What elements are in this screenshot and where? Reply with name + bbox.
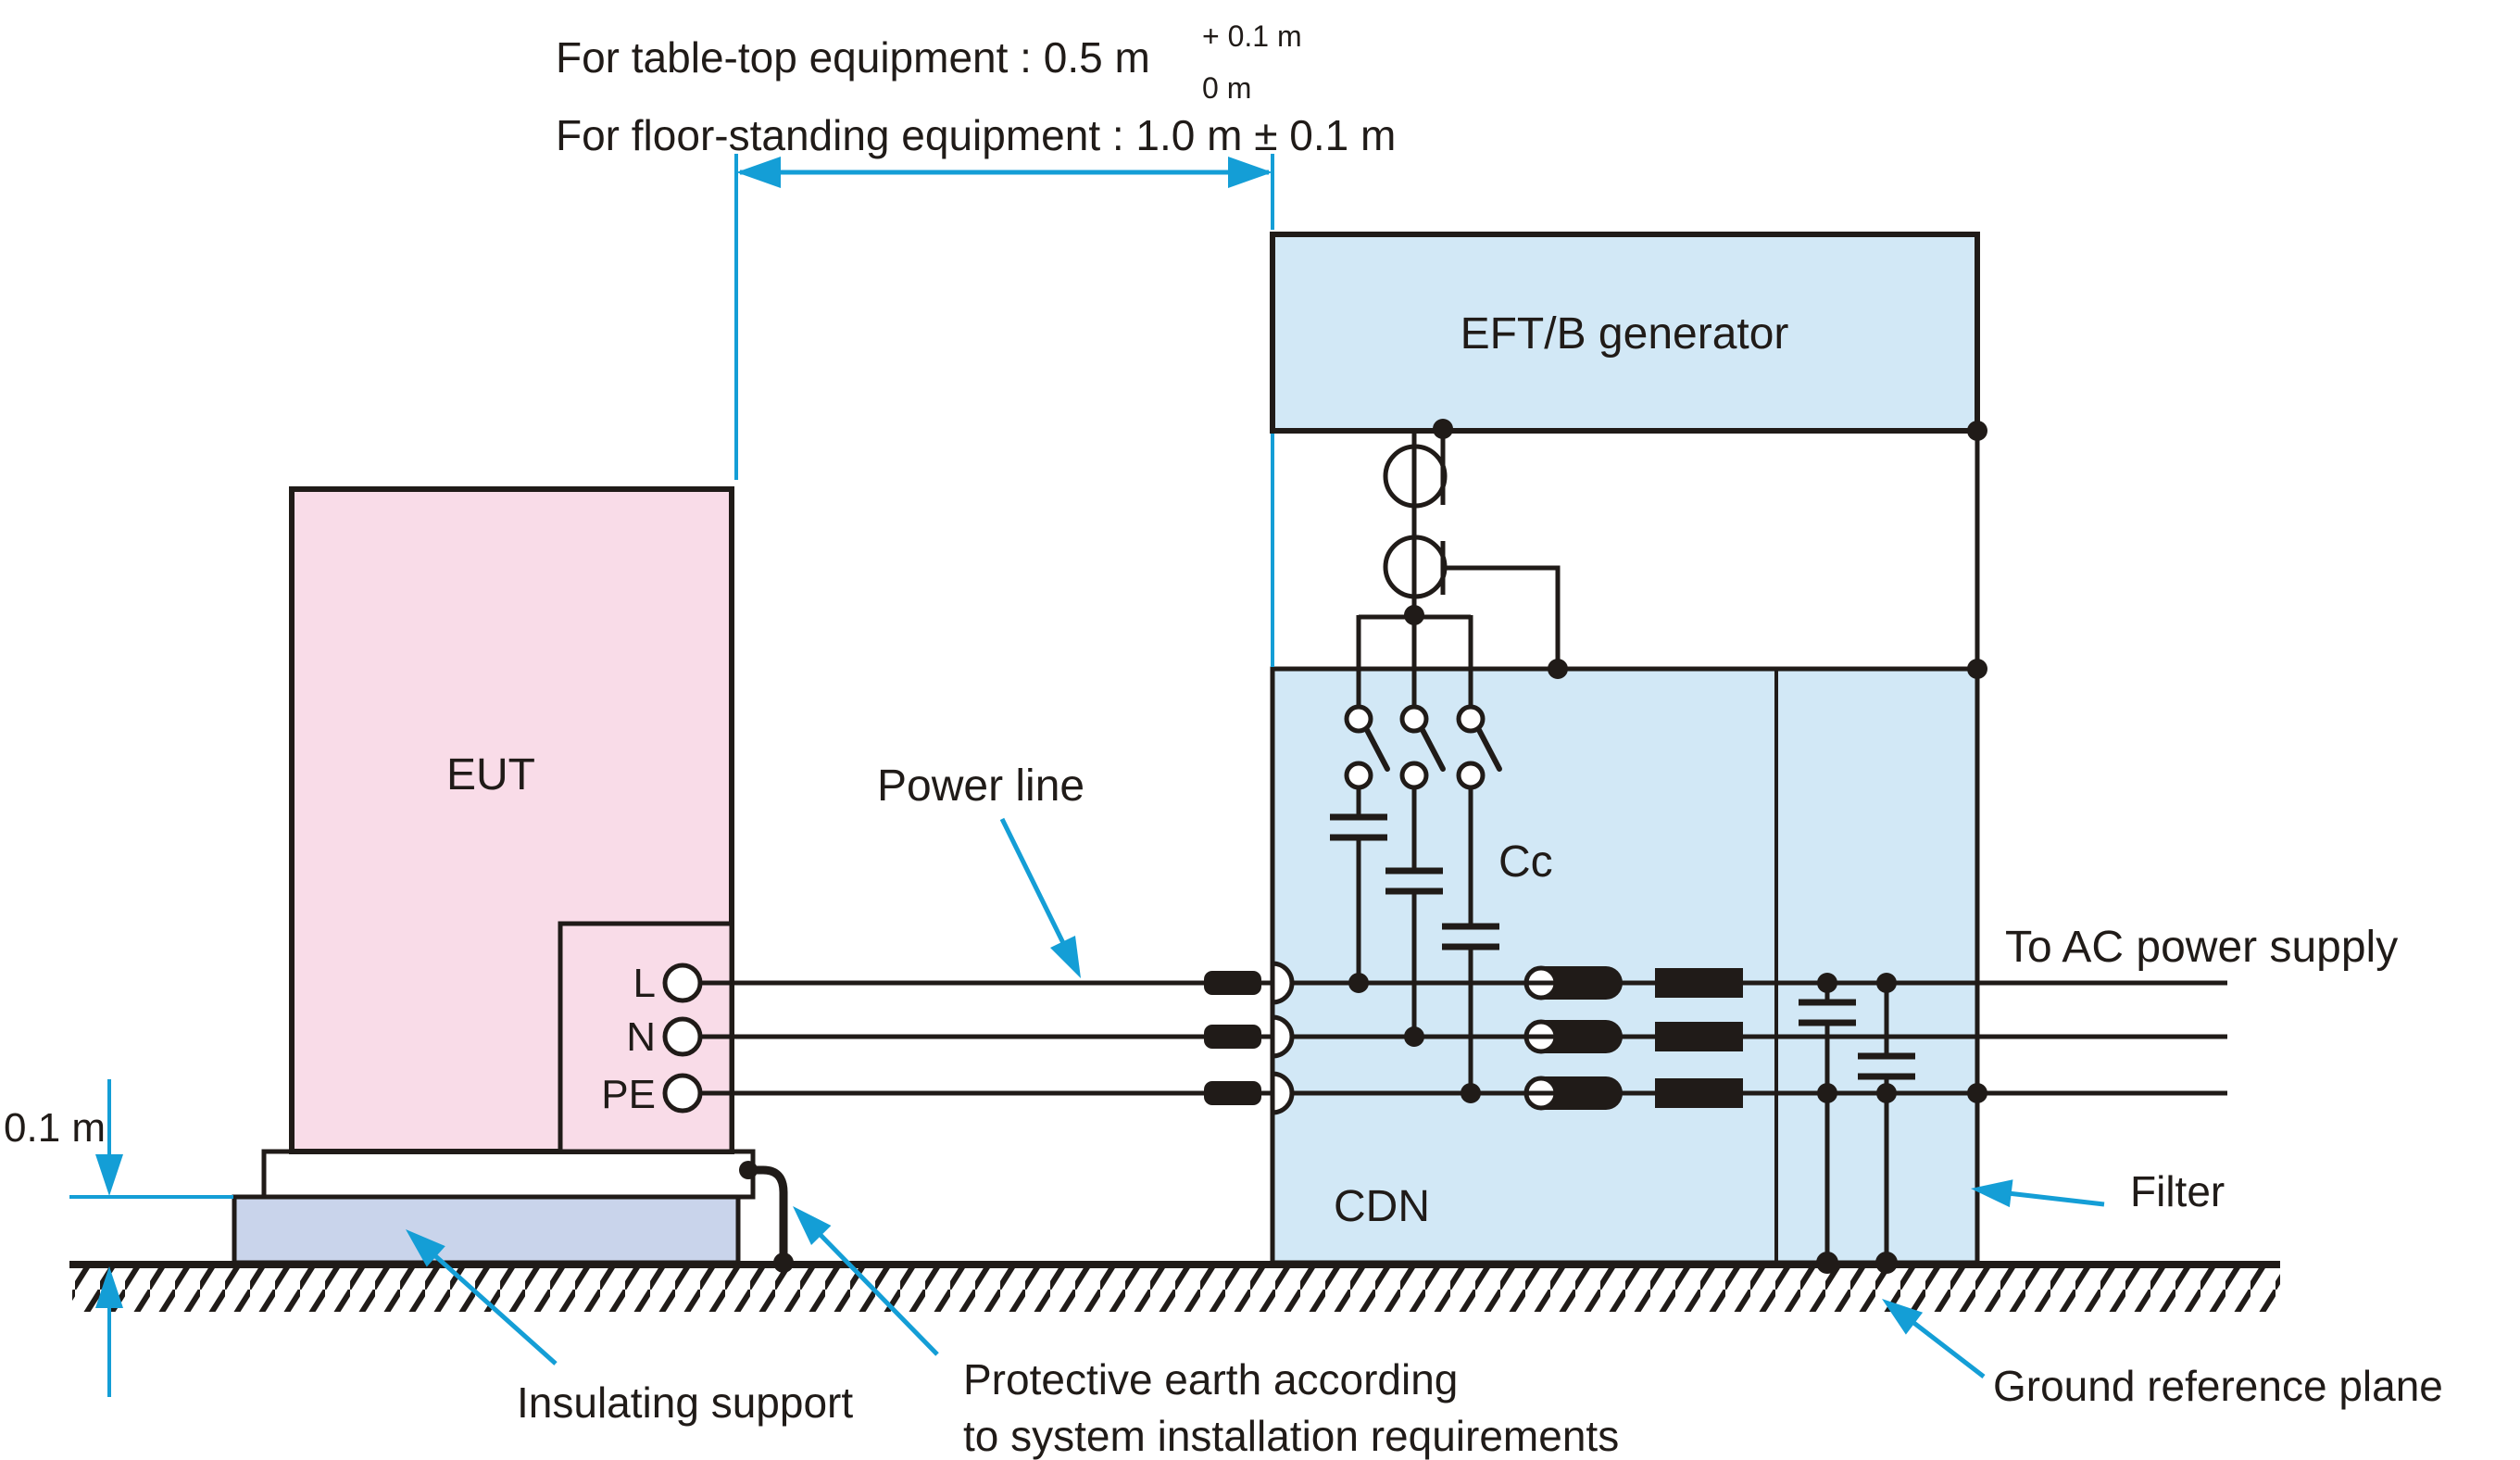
junction-dot — [1404, 605, 1424, 625]
line-connectors — [1204, 971, 1261, 1105]
ground-reference-plane — [69, 1261, 2280, 1312]
switch-contact — [1399, 704, 1429, 734]
dimension-arrowhead-down — [95, 1154, 123, 1196]
dimension-arrowhead-left — [736, 157, 781, 188]
decoupling-chokes — [1523, 965, 1743, 1111]
eut-terminals: L N PE — [601, 961, 703, 1117]
cdn-coupling-network — [1330, 704, 1502, 1103]
terminal-label-pe: PE — [601, 1072, 656, 1117]
switch-contact — [1344, 704, 1373, 734]
choke-l — [1523, 965, 1743, 1001]
ground-hatching — [72, 1267, 2280, 1312]
dimension-arrowhead-up — [95, 1266, 123, 1308]
cdn-box — [1270, 666, 1980, 1265]
protective-earth-wire — [739, 1161, 794, 1273]
filter-arrow — [2007, 1190, 2105, 1207]
power-line-arrow — [999, 817, 1068, 949]
dimension-arrowhead-right — [1228, 157, 1273, 188]
switch-blade — [1420, 727, 1446, 772]
junction-dot — [1876, 1083, 1897, 1103]
note-floor-standing: For floor-standing equipment : 1.0 m ± 0… — [556, 111, 1396, 159]
ground-plane-arrow — [1910, 1319, 1986, 1378]
switch-contact — [1456, 761, 1486, 790]
distance-dimension — [734, 154, 1274, 667]
to-ac-power-label: To AC power supply — [2005, 923, 2398, 972]
protective-earth-arrow — [816, 1230, 939, 1356]
support-height-label: 0.1 m — [4, 1105, 106, 1151]
insulating-support-arrow — [431, 1252, 558, 1366]
connector-l — [1204, 971, 1261, 995]
switch-contact — [1456, 704, 1486, 734]
filter-label: Filter — [2130, 1167, 2225, 1215]
junction-dot — [1817, 1083, 1837, 1103]
power-line-label: Power line — [877, 761, 1084, 811]
junction-dot — [1348, 973, 1369, 993]
filter-branch-1 — [1799, 973, 1856, 1274]
choke-n — [1523, 1019, 1743, 1054]
junction-dot — [1461, 1083, 1481, 1103]
eftb-generator-box — [1270, 232, 1980, 434]
ground-plane-label: Ground reference plane — [1993, 1362, 2443, 1410]
grommet-n — [1270, 1014, 1295, 1059]
note-table-top-tolerance-upper: + 0.1 m — [1202, 19, 1302, 53]
filter-section — [1799, 973, 1987, 1274]
switch-contact — [1399, 761, 1429, 790]
junction-dot — [1816, 1252, 1838, 1274]
note-table-top-tolerance-lower: 0 m — [1202, 71, 1251, 105]
coupling-cap-label: Cc — [1498, 837, 1553, 887]
annotation-arrows — [406, 817, 2105, 1378]
coupling-branch-n — [1385, 704, 1446, 1047]
terminal-circle-n — [662, 1016, 703, 1057]
cdn-entry-grommets — [1270, 961, 1295, 1115]
junction-dot — [1433, 419, 1453, 439]
junction-dot — [1967, 659, 1987, 679]
eut-pedestal — [261, 1149, 756, 1200]
coupling-branch-l — [1330, 704, 1390, 993]
insulating-support-label: Insulating support — [517, 1378, 853, 1427]
protective-earth-label-line1: Protective earth according — [963, 1355, 1458, 1403]
terminal-label-n: N — [626, 1014, 656, 1060]
eut-label: EUT — [446, 750, 535, 799]
choke-pe — [1523, 1076, 1743, 1111]
note-table-top: For table-top equipment : 0.5 m — [556, 33, 1150, 82]
junction-dot — [773, 1252, 794, 1273]
junction-dot — [1967, 1083, 1987, 1103]
generator-label: EFT/B generator — [1461, 309, 1789, 359]
junction-dot — [1404, 1026, 1424, 1047]
junction-dot — [1876, 973, 1897, 993]
switch-blade — [1476, 727, 1502, 772]
terminal-circle-pe — [662, 1073, 703, 1114]
insulating-support-box — [232, 1194, 741, 1265]
junction-dot — [1548, 659, 1568, 679]
cdn-label: CDN — [1334, 1182, 1430, 1231]
junction-dot — [1875, 1252, 1898, 1274]
switch-contact — [1344, 761, 1373, 790]
connector-n — [1204, 1025, 1261, 1049]
protective-earth-label-line2: to system installation requirements — [963, 1412, 1619, 1460]
switch-blade — [1364, 727, 1390, 772]
junction-dot — [739, 1161, 758, 1179]
generator-output-chain — [1356, 419, 1987, 707]
connector-pe — [1204, 1081, 1261, 1105]
junction-dot — [1817, 973, 1837, 993]
coupling-branch-pe — [1442, 704, 1502, 1103]
terminal-label-l: L — [633, 961, 656, 1006]
support-height-dimension — [69, 1079, 233, 1397]
side-branch — [1443, 565, 1561, 669]
filter-branch-2 — [1858, 973, 1915, 1274]
grommet-pe — [1270, 1071, 1295, 1115]
terminal-circle-l — [662, 963, 703, 1003]
grommet-l — [1270, 961, 1295, 1005]
junction-dot — [1967, 421, 1987, 441]
